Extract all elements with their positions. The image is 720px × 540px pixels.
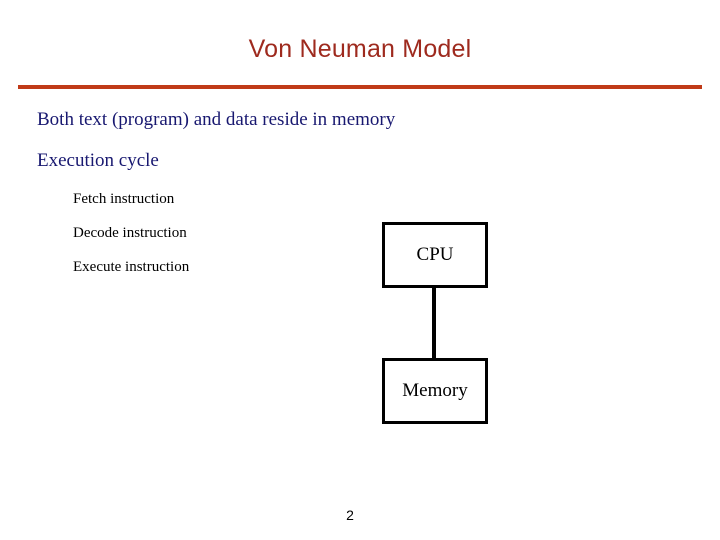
- cpu-block-label: CPU: [416, 244, 454, 265]
- cpu-block: CPU: [382, 222, 488, 288]
- von-neumann-block-diagram: CPU Memory: [382, 222, 492, 424]
- bullet-item-execute-instruction: Execute instruction: [73, 259, 190, 275]
- bullet-item-execution-cycle: Execution cycle: [37, 150, 159, 171]
- memory-block: Memory: [382, 358, 488, 424]
- bullet-item-memory-residency: Both text (program) and data reside in m…: [37, 109, 396, 130]
- bullet-list: Both text (program) and data reside in m…: [0, 108, 430, 277]
- bullet-item-decode-instruction: Decode instruction: [73, 225, 187, 241]
- title-divider-rule: [18, 85, 702, 89]
- bullet-item-fetch-instruction: Fetch instruction: [73, 191, 175, 207]
- page-number: 2: [346, 507, 354, 523]
- page-title: Von Neuman Model: [248, 35, 472, 63]
- memory-block-label: Memory: [402, 380, 468, 401]
- cpu-memory-connector-line: [432, 288, 436, 358]
